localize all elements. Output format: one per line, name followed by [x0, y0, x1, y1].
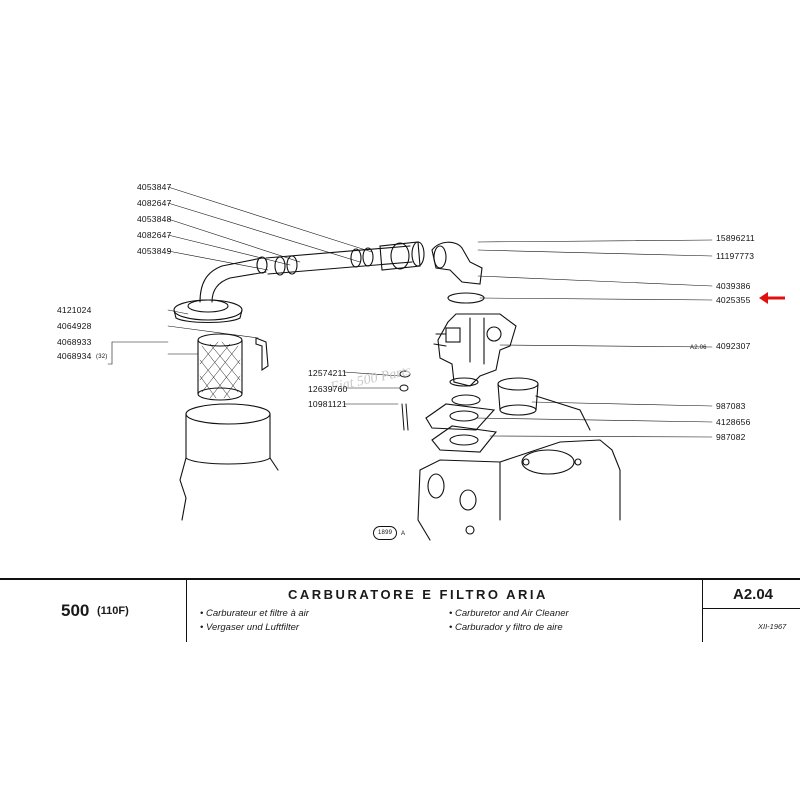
filter-clip: [255, 337, 269, 372]
part-number[interactable]: 4082647: [137, 230, 172, 240]
part-number[interactable]: 4092307: [716, 341, 751, 351]
title-block: 500 (110F) CARBURATORE E FILTRO ARIA • C…: [0, 578, 800, 648]
part-number[interactable]: 4064928: [57, 321, 92, 331]
title-block-divider: [186, 580, 187, 642]
filter-element: [197, 333, 243, 401]
part-number[interactable]: 4053849: [137, 246, 172, 256]
quantity-note: (32): [96, 354, 108, 360]
subtitle-fr: • Carburateur et filtre à air: [200, 608, 309, 619]
title-block-divider: [702, 580, 703, 642]
part-number[interactable]: 11197773: [716, 251, 755, 261]
title-block-divider: [702, 608, 800, 609]
figure-ref-badge: 1899: [373, 526, 397, 540]
part-number[interactable]: 4068934: [57, 351, 92, 361]
intake-pipe: [199, 241, 483, 303]
part-number[interactable]: 12574211: [308, 368, 347, 378]
carburetor: [433, 292, 517, 387]
title-block-top-rule: [0, 578, 800, 580]
revision-date: XII-1967: [758, 622, 787, 631]
subtitle-en: • Carburetor and Air Cleaner: [449, 608, 569, 619]
part-number[interactable]: 987083: [716, 401, 746, 411]
right-leader-lines: [343, 239, 713, 438]
part-number[interactable]: 4128656: [716, 417, 751, 427]
part-number[interactable]: 15896211: [716, 233, 755, 243]
figure-number: 1899: [378, 530, 393, 536]
page-title: CARBURATORE E FILTRO ARIA: [288, 587, 548, 602]
gasket-stack: [425, 394, 498, 453]
figure-suffix: A: [401, 531, 406, 537]
exploded-parts-diagram: [107, 186, 713, 541]
left-leader-lines: [107, 186, 373, 365]
subtitle-de: • Vergaser und Luftfilter: [200, 622, 300, 633]
part-number[interactable]: 4082647: [137, 198, 172, 208]
model-number: 500: [61, 601, 90, 620]
part-number[interactable]: 4025355: [716, 295, 751, 305]
cross-reference[interactable]: A2.06: [690, 345, 707, 351]
model-code: (110F): [97, 605, 129, 617]
page-reference: A2.04: [733, 586, 774, 603]
engine-block: [417, 395, 621, 541]
carb-mount-hardware: [399, 370, 411, 431]
part-number[interactable]: 4053848: [137, 214, 172, 224]
fuel-pump-cap: [497, 377, 539, 416]
part-number[interactable]: 987082: [716, 432, 746, 442]
subtitle-es: • Carburador y filtro de aire: [449, 622, 563, 633]
part-number[interactable]: 10981121: [308, 399, 347, 409]
filter-housing: [179, 403, 279, 521]
air-cleaner-flange: [173, 299, 243, 323]
part-number[interactable]: 4039386: [716, 281, 751, 291]
part-number[interactable]: 4053847: [137, 182, 172, 192]
part-number[interactable]: 12639760: [308, 384, 348, 394]
highlight-arrow-icon: [759, 292, 785, 304]
part-number[interactable]: 4068933: [57, 337, 92, 347]
part-number[interactable]: 4121024: [57, 305, 92, 315]
